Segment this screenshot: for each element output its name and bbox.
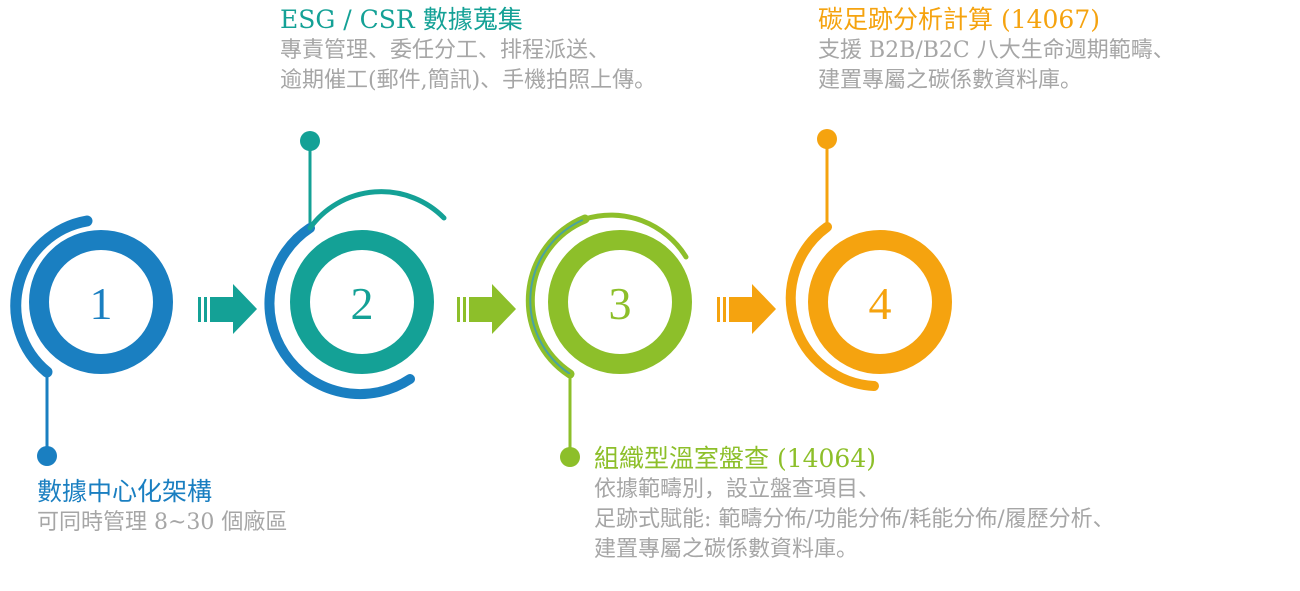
- step-1-dot: [37, 446, 57, 466]
- step-4-text: 碳足跡分析計算 (14067) 支援 B2B/B2C 八大生命週期範疇、 建置專…: [818, 4, 1175, 96]
- step-3-line-1: 依據範疇別，設立盤查項目、: [594, 477, 881, 502]
- step-4-dot: [817, 129, 837, 149]
- step-4-line-1: 支援 B2B/B2C 八大生命週期範疇、: [818, 38, 1175, 63]
- step-3-node: 3: [525, 212, 692, 467]
- step-2-title: ESG / CSR 數據蒐集: [280, 5, 523, 34]
- step-3-title: 組織型溫室盤查 (14064): [594, 444, 876, 473]
- step-4-title: 碳足跡分析計算 (14067): [818, 5, 1100, 34]
- step-3-dot: [560, 447, 580, 467]
- step-2-ring: [290, 230, 434, 374]
- step-1-number: 1: [90, 278, 113, 329]
- step-4-ring: [808, 230, 952, 374]
- step-4-node: 4: [785, 129, 952, 391]
- step-3-line-2: 足跡式賦能: 範疇分佈/功能分佈/耗能分佈/履歷分析、: [594, 507, 1115, 532]
- step-2-outer-arc: [264, 223, 415, 400]
- step-2-node: 2: [264, 131, 447, 400]
- step-3-top-arc: [582, 212, 689, 260]
- step-4-line-2: 建置專屬之碳係數資料庫。: [818, 68, 1083, 93]
- step-3-text: 組織型溫室盤查 (14064) 依據範疇別，設立盤查項目、 足跡式賦能: 範疇分…: [594, 443, 1115, 565]
- step-1-ring: [29, 230, 173, 374]
- arrow-3-4: [717, 284, 776, 334]
- arrow-1-2: [198, 284, 257, 334]
- step-1-title: 數據中心化架構: [37, 477, 213, 506]
- step-2-dot: [300, 131, 320, 151]
- step-4-number: 4: [869, 278, 892, 329]
- arrow-2-3: [457, 284, 516, 334]
- step-2-line-2: 逾期催工(郵件,簡訊)、手機拍照上傳。: [280, 68, 657, 93]
- step-3-line-3: 建置專屬之碳係數資料庫。: [594, 537, 859, 562]
- step-1-line-1: 可同時管理 8~30 個廠區: [37, 510, 288, 535]
- step-3-accent-arc: [529, 218, 586, 375]
- step-1-outer-arc: [10, 215, 93, 378]
- step-2-number: 2: [351, 278, 374, 329]
- step-2-line-1: 專責管理、委任分工、排程派送、: [280, 38, 611, 63]
- step-1-text: 數據中心化架構 可同時管理 8~30 個廠區: [37, 476, 287, 538]
- step-1-node: 1: [10, 215, 173, 466]
- step-4-outer-arc: [785, 222, 879, 391]
- step-3-number: 3: [609, 278, 632, 329]
- step-2-top-arc: [307, 189, 447, 231]
- step-2-text: ESG / CSR 數據蒐集 專責管理、委任分工、排程派送、 逾期催工(郵件,簡…: [280, 4, 656, 96]
- step-3-ring: [548, 230, 692, 374]
